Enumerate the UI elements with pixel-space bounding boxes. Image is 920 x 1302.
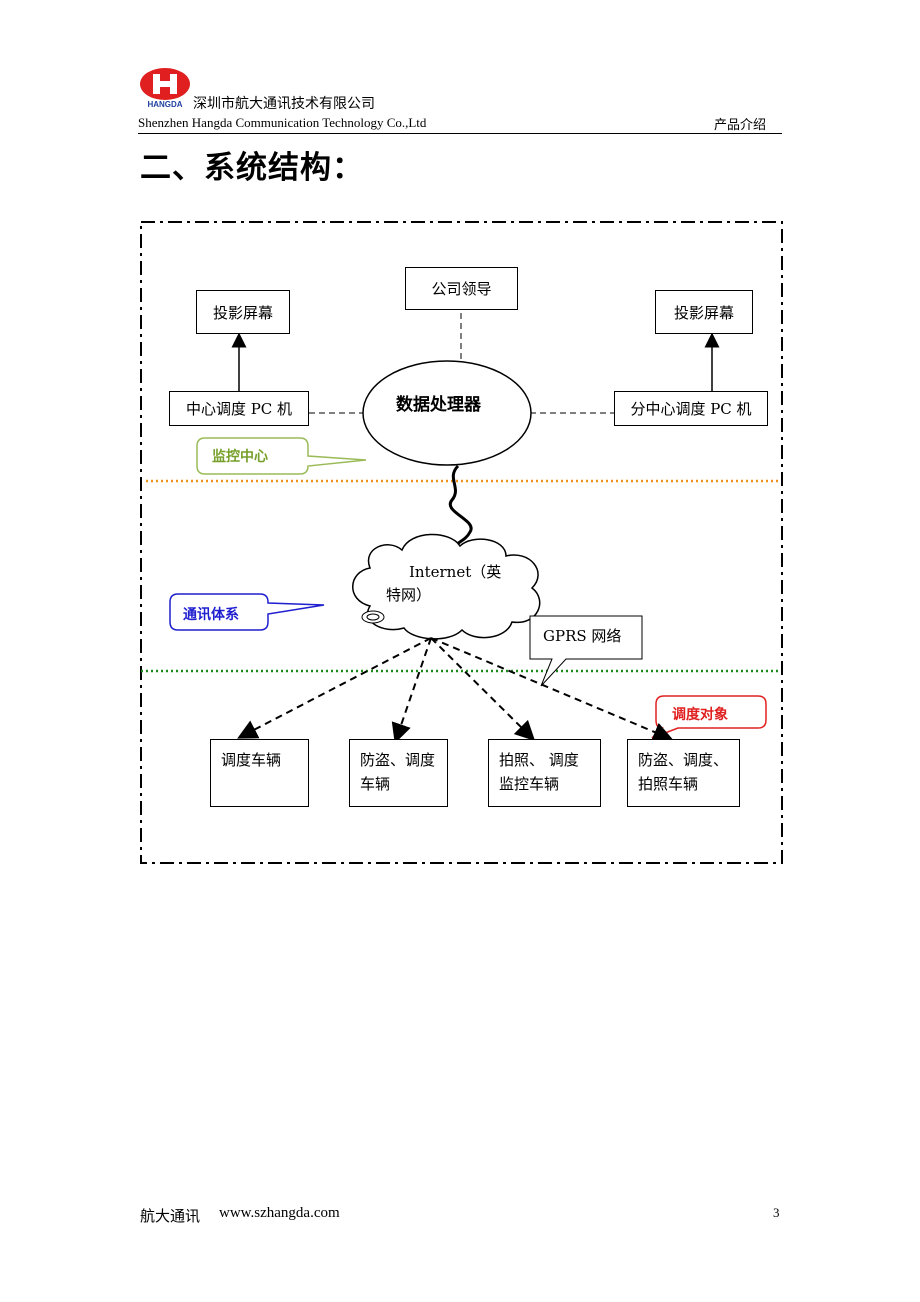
internet-cloud — [352, 533, 541, 640]
vehicle-box-2: 防盗、调度 车辆 — [349, 739, 448, 807]
vehicle-4-line2: 拍照车辆 — [638, 775, 699, 793]
center-pc-box: 中心调度 PC 机 — [169, 391, 309, 426]
vehicle-3-line2: 监控车辆 — [499, 775, 560, 793]
footer-url[interactable]: www.szhangda.com — [219, 1205, 340, 1221]
screen-left-box: 投影屏幕 — [196, 290, 290, 334]
vehicle-box-3: 拍照、 调度 监控车辆 — [488, 739, 601, 807]
comm-system-label: 通讯体系 — [183, 607, 239, 623]
gprs-label: GPRS 网络 — [543, 627, 622, 645]
vehicle-box-1: 调度车辆 — [210, 739, 309, 807]
arrow-vehicle-3 — [430, 637, 536, 742]
company-name-en: Shenzhen Hangda Communication Technology… — [138, 115, 427, 130]
leader-label: 公司领导 — [431, 280, 492, 298]
processor-ellipse — [362, 360, 532, 466]
dispatch-object-label: 调度对象 — [672, 707, 728, 723]
company-name-cn: 深圳市航大通讯技术有限公司 — [193, 96, 375, 112]
svg-text:HANGDA: HANGDA — [147, 100, 182, 109]
leader-box: 公司领导 — [405, 267, 518, 310]
dispatch-callout-shape — [651, 695, 767, 739]
page-number: 3 — [773, 1205, 780, 1220]
screen-left-label: 投影屏幕 — [212, 303, 273, 322]
sub-pc-box: 分中心调度 PC 机 — [614, 391, 768, 426]
screen-right-box: 投影屏幕 — [655, 290, 753, 334]
company-logo: HANGDA — [138, 66, 192, 110]
internet-label-line1: Internet（英 — [409, 563, 502, 581]
arrow-vehicle-4 — [430, 637, 674, 742]
sub-pc-label: 分中心调度 PC 机 — [630, 400, 752, 418]
comm-callout-shape — [169, 593, 325, 631]
arrow-vehicle-1 — [237, 637, 432, 739]
internet-label-line2: 特网） — [386, 586, 432, 604]
monitor-center-label: 监控中心 — [212, 449, 268, 465]
center-pc-label: 中心调度 PC 机 — [185, 400, 293, 418]
lightning-link — [448, 464, 473, 550]
footer-company: 航大通讯 — [140, 1207, 201, 1225]
monitor-callout-shape — [196, 437, 367, 475]
vehicle-3-line1: 拍照、 调度 — [499, 751, 579, 769]
vehicle-2-line2: 车辆 — [360, 775, 391, 793]
processor-label: 数据处理器 — [396, 395, 481, 415]
section-title: 二、系统结构： — [140, 150, 364, 186]
screen-right-label: 投影屏幕 — [673, 303, 734, 322]
vehicle-4-line1: 防盗、调度、 — [638, 751, 729, 769]
diagram-frame — [140, 221, 783, 864]
doc-type: 产品介绍 — [714, 118, 767, 133]
vehicle-box-4: 防盗、调度、 拍照车辆 — [627, 739, 740, 807]
arrow-vehicle-2 — [391, 637, 432, 744]
cloud-tail-small — [366, 613, 380, 621]
header-divider — [138, 133, 782, 134]
vehicle-2-line1: 防盗、调度 — [360, 751, 436, 769]
vehicle-1-line1: 调度车辆 — [221, 751, 282, 769]
gprs-callout-shape — [529, 615, 643, 687]
